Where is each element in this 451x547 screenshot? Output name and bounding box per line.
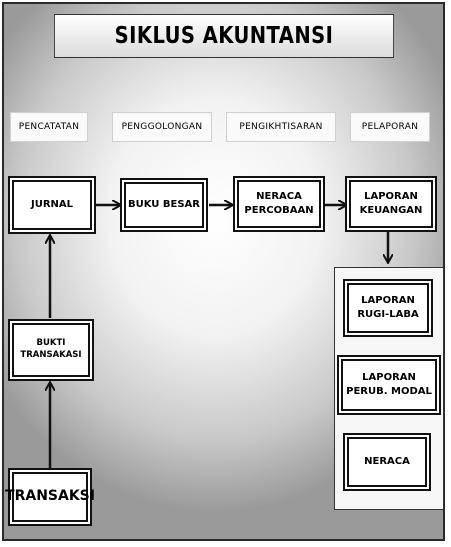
stage-header-pencatatan: PENCATATAN xyxy=(10,112,88,142)
diagram-title: SIKLUS AKUNTANSI xyxy=(54,14,394,58)
stage-header-penggolongan: PENGGOLONGAN xyxy=(112,112,212,142)
node-neraca-percobaan: NERACA PERCOBAAN xyxy=(237,180,321,228)
node-laporan-rugi-laba: LAPORAN RUGI-LABA xyxy=(347,283,429,333)
node-buku-besar: BUKU BESAR xyxy=(124,182,204,228)
stage-header-pelaporan: PELAPORAN xyxy=(350,112,430,142)
node-laporan-keuangan: LAPORAN KEUANGAN xyxy=(349,180,433,228)
node-bukti-transaksi: BUKTI TRANSAKASI xyxy=(12,323,90,377)
node-jurnal: JURNAL xyxy=(12,180,92,230)
node-transaksi: TRANSAKSI xyxy=(5,472,95,522)
stage-header-pengikhtisaran: PENGIKHTISARAN xyxy=(226,112,336,142)
node-laporan-perub-modal: LAPORAN PERUB. MODAL xyxy=(341,359,437,411)
node-neraca: NERACA xyxy=(347,437,427,487)
